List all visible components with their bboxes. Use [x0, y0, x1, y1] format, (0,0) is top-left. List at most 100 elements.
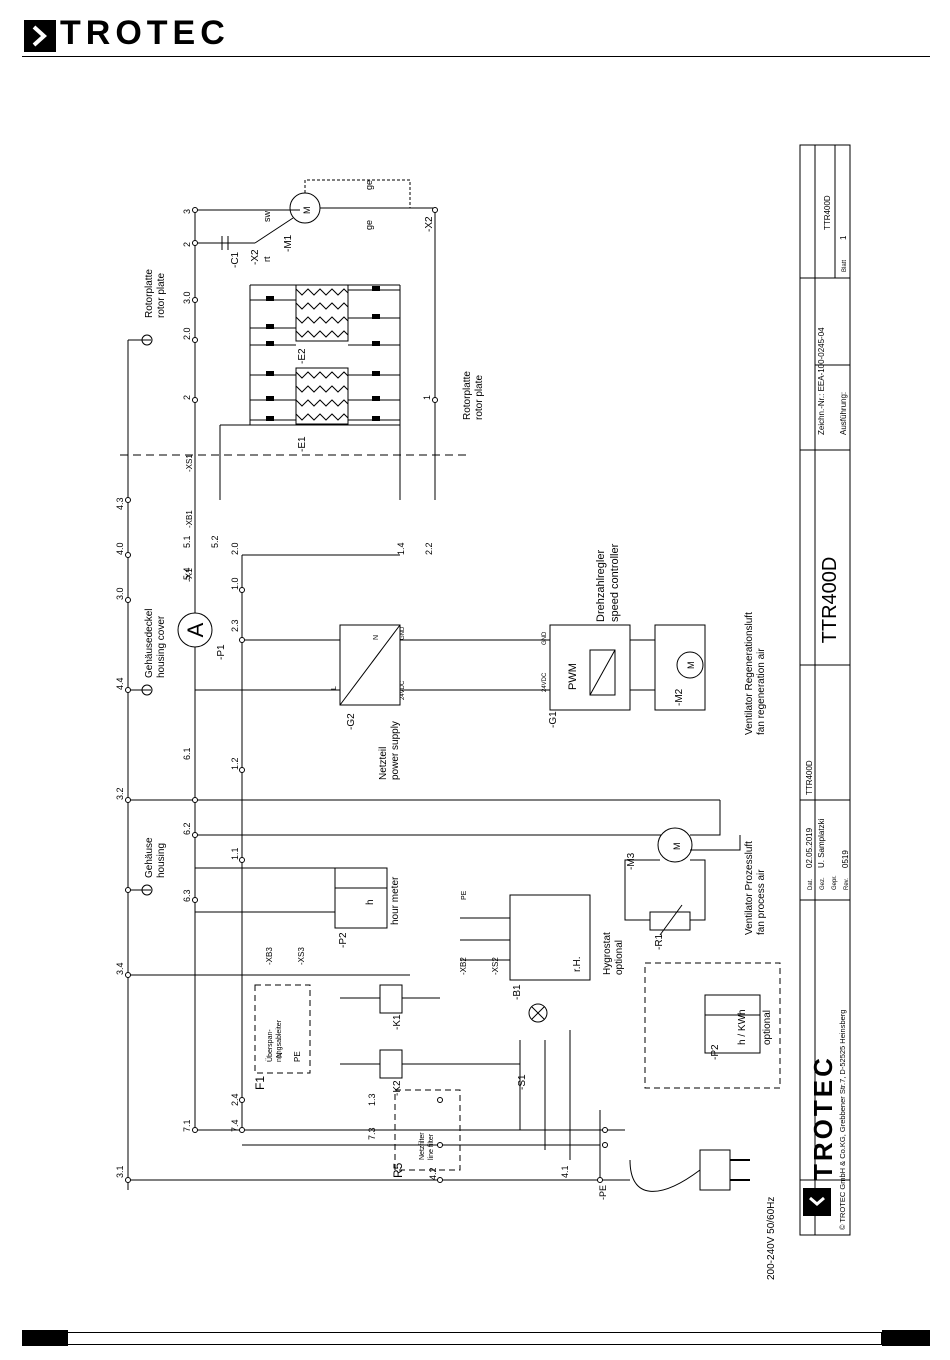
- svg-text:-K1: -K1: [392, 1014, 403, 1030]
- svg-text:-E2: -E2: [297, 348, 308, 364]
- svg-text:-M1: -M1: [283, 234, 294, 252]
- label-speed-en: speed controller: [609, 543, 621, 622]
- ref-designators: -M1 -C1 -X2 -X2 -E1 -E2 -P1 -G2 -G1 -M2 …: [184, 216, 721, 1200]
- svg-text:2.0: 2.0: [182, 327, 192, 340]
- heater-terminals: [266, 286, 380, 421]
- motor-m3: [624, 800, 741, 921]
- svg-text:4.2: 4.2: [428, 1167, 438, 1180]
- svg-text:-X2: -X2: [424, 216, 435, 232]
- hour-meter-p2: [195, 867, 388, 929]
- tb-drawn: U. Samplatzki: [817, 818, 826, 868]
- copyright: © TROTEC GmbH & Co.KG, Grebbener Str.7, …: [838, 1010, 847, 1230]
- svg-text:L: L: [331, 686, 338, 690]
- svg-text:-S1: -S1: [517, 1074, 528, 1090]
- svg-text:24VDC: 24VDC: [542, 672, 548, 692]
- hygrostat-b1: [460, 894, 591, 981]
- tb-sheet: 1: [839, 235, 848, 240]
- label-cover-de: Gehäusedeckel: [144, 609, 155, 679]
- svg-text:F1: F1: [253, 1076, 267, 1090]
- svg-text:-X1: -X1: [184, 568, 194, 582]
- heater-e1: [295, 367, 349, 425]
- footer-left-block: [22, 1330, 68, 1346]
- label-process-en: fan process air: [756, 869, 767, 935]
- label-hygro-opt: optional: [614, 940, 625, 975]
- trotec-logo: [22, 18, 242, 54]
- svg-text:4.0: 4.0: [115, 542, 125, 555]
- motor-m1: [195, 179, 435, 244]
- mains-plug-icon: [629, 1149, 750, 1192]
- svg-text:24VDC: 24VDC: [400, 680, 406, 700]
- svg-text:-XB2: -XB2: [459, 957, 468, 975]
- label-psu-en: power supply: [390, 721, 401, 780]
- svg-text:N: N: [275, 1052, 284, 1058]
- label-rotor-de-2: Rotorplatte: [462, 371, 473, 420]
- chevron-logo-icon: [24, 20, 56, 52]
- svg-text:ge: ge: [364, 180, 374, 190]
- label-hkwh: h / KWh: [737, 1009, 748, 1045]
- svg-text:A: A: [183, 622, 208, 637]
- svg-text:3.4: 3.4: [115, 962, 125, 975]
- tb-date-label: Dat.: [808, 879, 814, 890]
- capacitor-c1: [221, 236, 229, 250]
- label-rotor-en: rotor plate: [156, 273, 167, 318]
- label-h: h: [365, 899, 376, 905]
- label-housing-en: housing: [156, 843, 167, 878]
- svg-text:2.3: 2.3: [230, 619, 240, 632]
- svg-text:1.4: 1.4: [396, 542, 406, 555]
- svg-text:2.2: 2.2: [424, 542, 434, 555]
- svg-text:-X2: -X2: [250, 249, 261, 265]
- label-process-de: Ventilator Prozessluft: [744, 841, 755, 935]
- diagram-labels: Rotorplatte rotor plate Rotorplatte roto…: [144, 207, 777, 1281]
- svg-text:4.4: 4.4: [115, 677, 125, 690]
- svg-text:6.2: 6.2: [182, 822, 192, 835]
- svg-text:3: 3: [182, 209, 192, 214]
- lamp: [528, 1003, 548, 1023]
- tb-drawn-label: Gez.: [820, 877, 826, 890]
- label-regen-en: fan regeneration air: [756, 648, 767, 735]
- label-filter-2: line filter: [428, 1133, 435, 1160]
- svg-text:1.1: 1.1: [230, 847, 240, 860]
- ammeter-p1: A: [177, 612, 213, 648]
- wire-labels: sw rt ge ge GND 24VDC GND 24VDC L PE PE …: [262, 180, 548, 1062]
- svg-text:-XB1: -XB1: [185, 510, 194, 528]
- svg-text:3.1: 3.1: [115, 1165, 125, 1178]
- svg-text:5.4: 5.4: [182, 567, 192, 580]
- svg-text:4.3: 4.3: [115, 497, 125, 510]
- footer-rule: [68, 1332, 882, 1345]
- svg-text:7.1: 7.1: [182, 1119, 192, 1132]
- svg-text:2: 2: [182, 242, 192, 247]
- svg-text:GND: GND: [400, 626, 406, 640]
- svg-text:-P2: -P2: [710, 1044, 721, 1060]
- brand-name: TROTEC: [60, 14, 230, 52]
- svg-text:1.2: 1.2: [230, 757, 240, 770]
- label-rotor-de: Rotorplatte: [144, 269, 155, 318]
- svg-text:-M2: -M2: [674, 688, 685, 706]
- svg-text:3.2: 3.2: [115, 787, 125, 800]
- label-rotor-en-2: rotor plate: [474, 375, 485, 420]
- svg-text:7.4: 7.4: [230, 1119, 240, 1132]
- label-hour-meter: hour meter: [390, 876, 401, 925]
- ground-icons: [141, 334, 153, 896]
- label-hygro-de: Hygrostat: [602, 932, 613, 975]
- svg-text:-P1: -P1: [216, 644, 227, 660]
- svg-text:1.3: 1.3: [367, 1093, 377, 1106]
- svg-text:6.3: 6.3: [182, 889, 192, 902]
- tb-checked-label: Gepr.: [832, 875, 838, 890]
- svg-text:2.0: 2.0: [230, 542, 240, 555]
- tb-model-small: TTR400D: [805, 760, 814, 795]
- label-m3-glyph: M: [672, 843, 682, 851]
- label-supply: 200-240V 50/60Hz: [766, 1197, 777, 1280]
- svg-text:sw: sw: [262, 211, 272, 223]
- svg-text:-XS2: -XS2: [491, 957, 500, 975]
- svg-text:-K2: -K2: [392, 1080, 403, 1096]
- footer-bar: [22, 1330, 930, 1346]
- svg-text:-XB3: -XB3: [265, 947, 274, 965]
- title-block: [799, 144, 851, 1236]
- svg-text:-C1: -C1: [230, 251, 241, 268]
- label-rh: r.H.: [572, 956, 583, 972]
- label-regen-de: Ventilator Regenerationsluft: [744, 612, 755, 735]
- title-block-brand: TROTEC: [808, 1055, 838, 1180]
- footer-right-block: [882, 1330, 930, 1346]
- label-psu-de: Netzteil: [378, 747, 389, 780]
- label-pwm: PWM: [567, 663, 579, 690]
